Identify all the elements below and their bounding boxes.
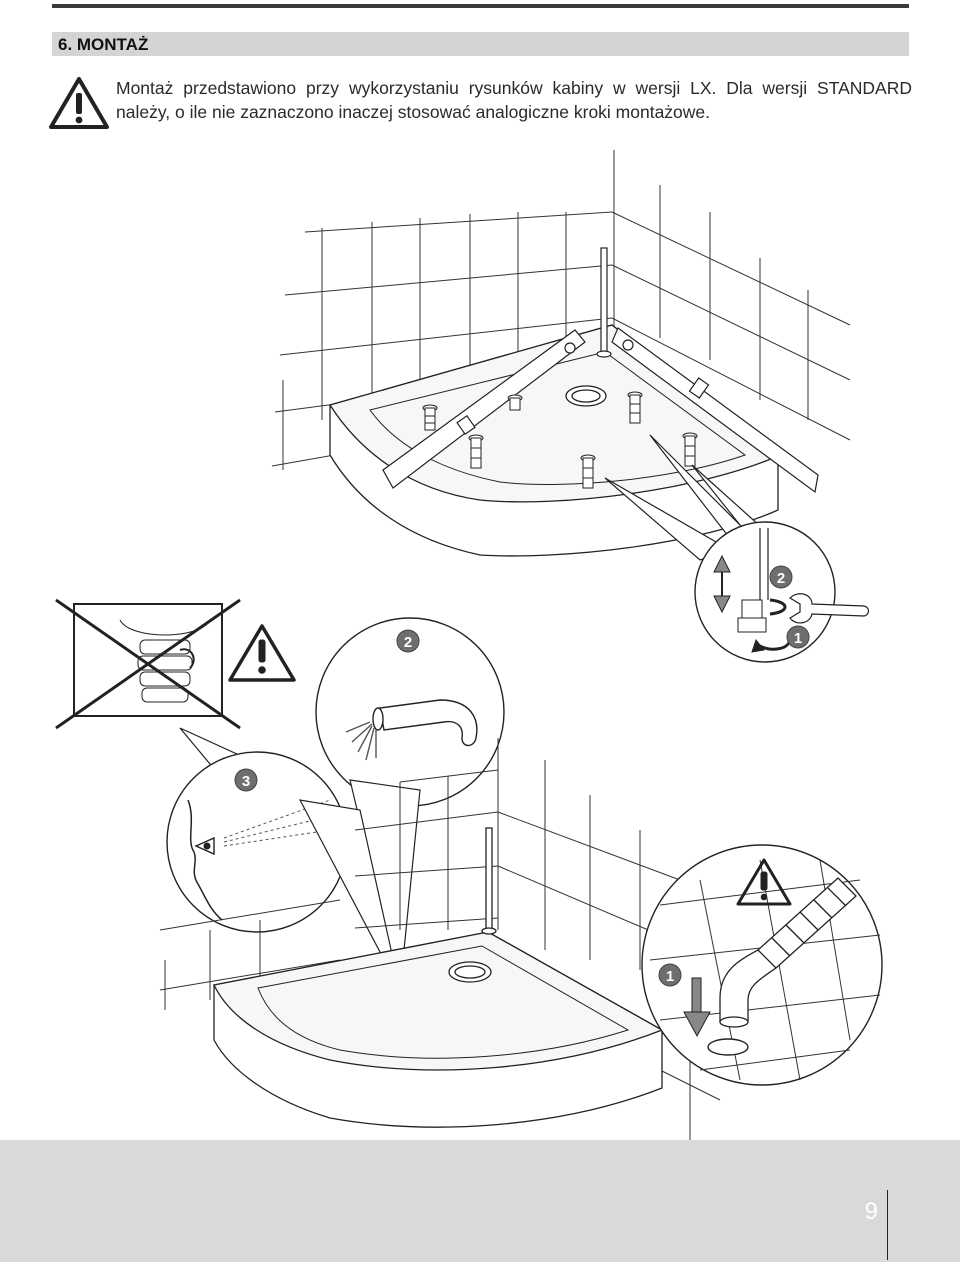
- footer-band: [0, 1140, 960, 1262]
- svg-text:2: 2: [404, 634, 412, 651]
- warning-triangle-icon: [736, 858, 792, 906]
- cross-out-icon: [55, 598, 241, 730]
- section-title: 6. MONTAŻ: [58, 35, 149, 54]
- wrench-icon: [789, 593, 870, 624]
- drain-arrow-icon: [683, 977, 711, 1038]
- foot-adjust-detail: [694, 521, 836, 663]
- intro-line-1: Montaż przedstawiono przy wykorzystaniu …: [116, 78, 912, 98]
- top-frame-parts: [382, 247, 819, 494]
- badge-text: 2: [777, 570, 785, 587]
- svg-text:3: 3: [242, 773, 250, 790]
- svg-text:1: 1: [794, 630, 802, 647]
- adjustable-feet: [422, 391, 698, 489]
- warning-triangle-icon: [228, 624, 296, 682]
- step-badge-3-eye: 3: [234, 768, 258, 792]
- drain-hose-icon: [719, 877, 857, 1028]
- bottom-wall-tiles: [159, 738, 721, 1140]
- page-number: 9: [864, 1198, 878, 1225]
- intro-line-2: należy, o ile nie zaznaczono inaczej sto…: [116, 102, 711, 122]
- step-badge-2-foot: 2: [769, 565, 793, 589]
- intro-paragraph: Montaż przedstawiono przy wykorzystaniu …: [116, 76, 912, 124]
- eye-detail: [166, 727, 348, 933]
- warning-triangle-icon: [49, 77, 109, 129]
- eye-icon: [194, 836, 215, 856]
- assembly-illustration: 2 1 3: [55, 150, 883, 1140]
- step-badge-2-water: 2: [396, 629, 420, 653]
- page-number-rule: [887, 1190, 888, 1260]
- svg-text:1: 1: [666, 968, 674, 985]
- top-rule: [52, 4, 909, 8]
- faucet-icon: [345, 699, 478, 761]
- section-header-bar: 6. MONTAŻ: [52, 32, 909, 56]
- step-badge-1-foot: 1: [786, 625, 810, 649]
- step-badge-1-drain: 1: [658, 963, 682, 987]
- bottom-shower-tray: [213, 827, 664, 1128]
